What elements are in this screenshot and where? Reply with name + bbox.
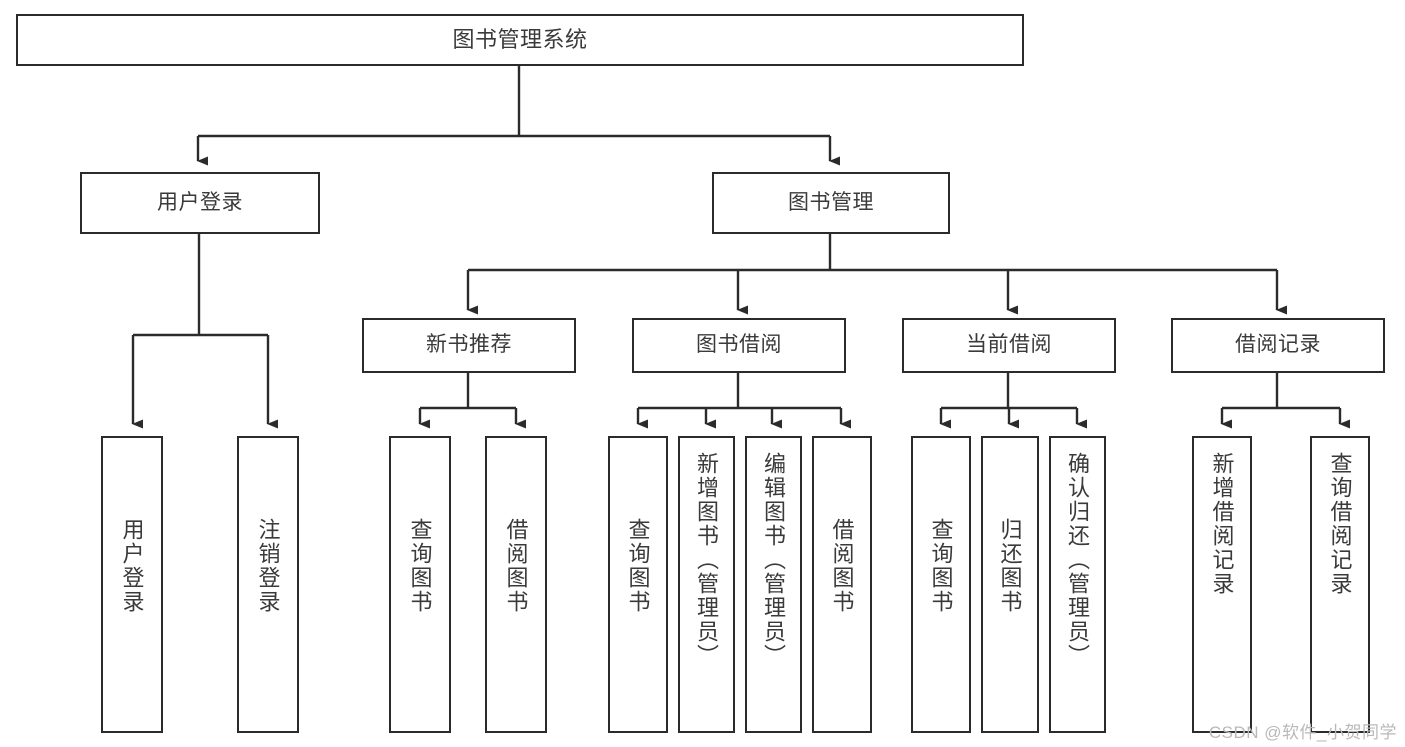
node-leaf-query-book-1[interactable]: 查询图书 [389, 436, 451, 733]
node-current-borrow[interactable]: 当前借阅 [902, 318, 1116, 373]
node-book-manage[interactable]: 图书管理 [712, 172, 950, 234]
node-leaf-add-book-label: 新增图书（管理员） [694, 452, 720, 668]
node-leaf-edit-book[interactable]: 编辑图书（管理员） [745, 436, 802, 733]
node-leaf-add-book[interactable]: 新增图书（管理员） [678, 436, 735, 733]
node-borrow-record-label: 借阅记录 [1235, 333, 1321, 357]
node-book-borrow[interactable]: 图书借阅 [632, 318, 846, 373]
node-leaf-query-record[interactable]: 查询借阅记录 [1310, 436, 1370, 733]
node-leaf-query-book-2-label: 查询图书 [625, 518, 651, 614]
watermark-text: CSDN @软件_小贺同学 [1208, 723, 1397, 742]
node-leaf-query-book-3-label: 查询图书 [928, 518, 954, 614]
node-leaf-confirm-return[interactable]: 确认归还（管理员） [1049, 436, 1106, 733]
node-leaf-add-record-label: 新增借阅记录 [1209, 452, 1235, 596]
node-leaf-borrow-book-2-label: 借阅图书 [829, 518, 855, 614]
node-leaf-borrow-book-1-label: 借阅图书 [503, 518, 529, 614]
node-user-login-label: 用户登录 [157, 190, 243, 214]
node-book-manage-label: 图书管理 [788, 190, 874, 214]
node-leaf-user-login-label: 用户登录 [119, 518, 145, 614]
node-leaf-query-record-label: 查询借阅记录 [1327, 452, 1353, 596]
node-leaf-logout-label: 注销登录 [255, 518, 281, 614]
node-current-borrow-label: 当前借阅 [966, 333, 1052, 357]
node-leaf-query-book-3[interactable]: 查询图书 [911, 436, 971, 733]
node-leaf-borrow-book-1[interactable]: 借阅图书 [485, 436, 547, 733]
node-new-book-recommend-label: 新书推荐 [426, 333, 512, 357]
node-new-book-recommend[interactable]: 新书推荐 [362, 318, 576, 373]
node-leaf-query-book-1-label: 查询图书 [407, 518, 433, 614]
node-leaf-return-book-label: 归还图书 [997, 518, 1023, 614]
node-book-borrow-label: 图书借阅 [696, 333, 782, 357]
node-root-system-label: 图书管理系统 [452, 27, 588, 53]
node-borrow-record[interactable]: 借阅记录 [1171, 318, 1385, 373]
node-leaf-add-record[interactable]: 新增借阅记录 [1192, 436, 1252, 733]
node-leaf-logout[interactable]: 注销登录 [237, 436, 299, 733]
node-leaf-query-book-2[interactable]: 查询图书 [608, 436, 668, 733]
node-leaf-confirm-return-label: 确认归还（管理员） [1065, 452, 1091, 668]
node-leaf-return-book[interactable]: 归还图书 [981, 436, 1039, 733]
node-leaf-borrow-book-2[interactable]: 借阅图书 [812, 436, 872, 733]
node-leaf-user-login[interactable]: 用户登录 [101, 436, 163, 733]
node-root-system[interactable]: 图书管理系统 [16, 14, 1024, 66]
node-leaf-edit-book-label: 编辑图书（管理员） [761, 452, 787, 668]
node-user-login[interactable]: 用户登录 [80, 172, 320, 234]
